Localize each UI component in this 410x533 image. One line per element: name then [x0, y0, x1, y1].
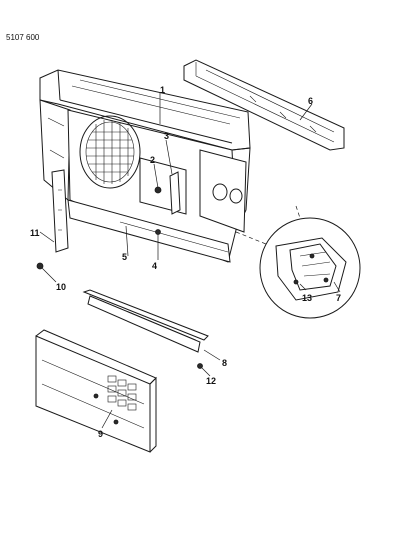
upper-rail	[183, 59, 345, 151]
callout-7: 7	[336, 293, 341, 303]
callout-8: 8	[222, 358, 227, 368]
callout-4: 4	[152, 261, 157, 271]
air-deflector	[82, 289, 209, 369]
callout-6: 6	[308, 96, 313, 106]
callout-2: 2	[150, 155, 155, 165]
callout-11: 11	[30, 228, 40, 238]
callout-3: 3	[164, 131, 169, 141]
detail-inset	[235, 205, 361, 319]
callout-1: 1	[160, 85, 165, 95]
radiator-support-assembly	[36, 69, 251, 270]
callout-12: 12	[206, 376, 216, 386]
callout-10: 10	[56, 282, 66, 292]
grille-assembly	[35, 329, 157, 453]
callout-9: 9	[98, 429, 103, 439]
leader-lines	[39, 92, 341, 429]
diagram-code: 5107 600	[6, 33, 40, 42]
callout-13: 13	[302, 293, 312, 303]
callout-labels: 1 2 3 4 5 6 7 8 9 10 11 12 13	[30, 85, 341, 439]
callout-5: 5	[122, 252, 127, 262]
